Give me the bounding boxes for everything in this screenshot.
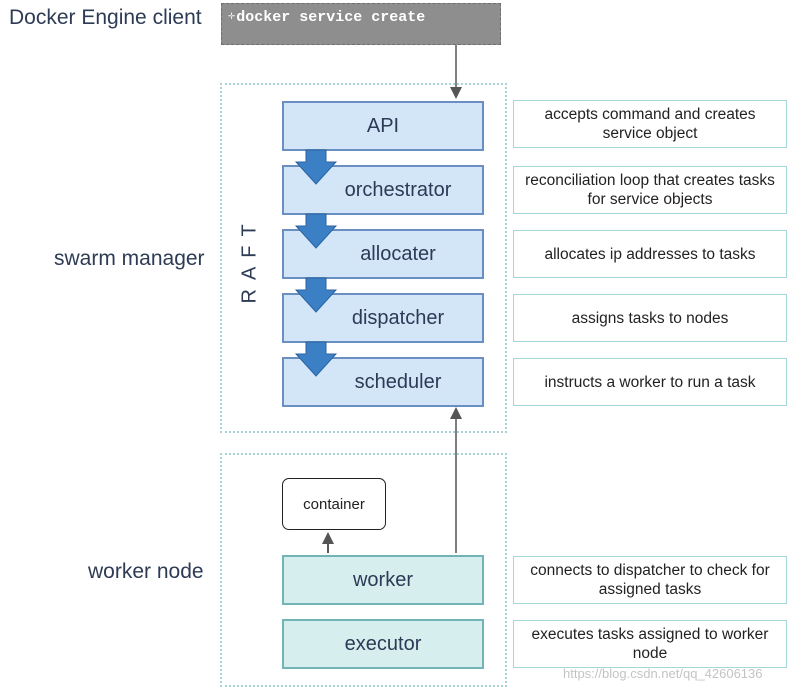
flow-arrow-dispatcher-to-scheduler bbox=[294, 341, 338, 377]
flow-arrow-api-to-orchestrator bbox=[294, 149, 338, 185]
scheduler-label: scheduler bbox=[354, 370, 442, 393]
allocater-description: allocates ip addresses to tasks bbox=[513, 230, 787, 278]
client-label: Docker Engine client bbox=[9, 6, 202, 29]
api-box: API bbox=[282, 101, 484, 151]
command-bar: ✛docker service create bbox=[221, 3, 501, 45]
dispatcher-box: dispatcher bbox=[282, 293, 484, 343]
container-label: container bbox=[303, 495, 365, 513]
scheduler-description: instructs a worker to run a task bbox=[513, 358, 787, 406]
dispatcher-description: assigns tasks to nodes bbox=[513, 294, 787, 342]
worker-node-label: worker node bbox=[88, 560, 204, 583]
swarm-manager-label: swarm manager bbox=[54, 247, 205, 270]
api-description: accepts command and creates service obje… bbox=[513, 100, 787, 148]
worker-box: worker bbox=[282, 555, 484, 605]
cursor-crosshair-icon: ✛ bbox=[228, 9, 236, 23]
flow-arrow-allocater-to-dispatcher bbox=[294, 277, 338, 313]
api-label: API bbox=[366, 114, 400, 137]
flow-arrow-orchestrator-to-allocater bbox=[294, 213, 338, 249]
dispatcher-label: dispatcher bbox=[351, 306, 445, 329]
orchestrator-label: orchestrator bbox=[344, 178, 452, 201]
worker-node-region bbox=[220, 453, 507, 687]
allocater-label: allocater bbox=[360, 242, 436, 265]
worker-description: connects to dispatcher to check for assi… bbox=[513, 556, 787, 604]
worker-label: worker bbox=[352, 568, 413, 591]
executor-label: executor bbox=[344, 632, 422, 655]
command-text-wrapper: ✛docker service create bbox=[228, 8, 425, 26]
executor-box: executor bbox=[282, 619, 484, 669]
executor-description: executes tasks assigned to worker node bbox=[513, 620, 787, 668]
orchestrator-description: reconciliation loop that creates tasks f… bbox=[513, 166, 787, 214]
container-box: container bbox=[282, 478, 386, 530]
watermark: https://blog.csdn.net/qq_42606136 bbox=[563, 666, 763, 681]
command-text: docker service create bbox=[236, 9, 426, 26]
swarm-manager-region bbox=[220, 83, 507, 433]
